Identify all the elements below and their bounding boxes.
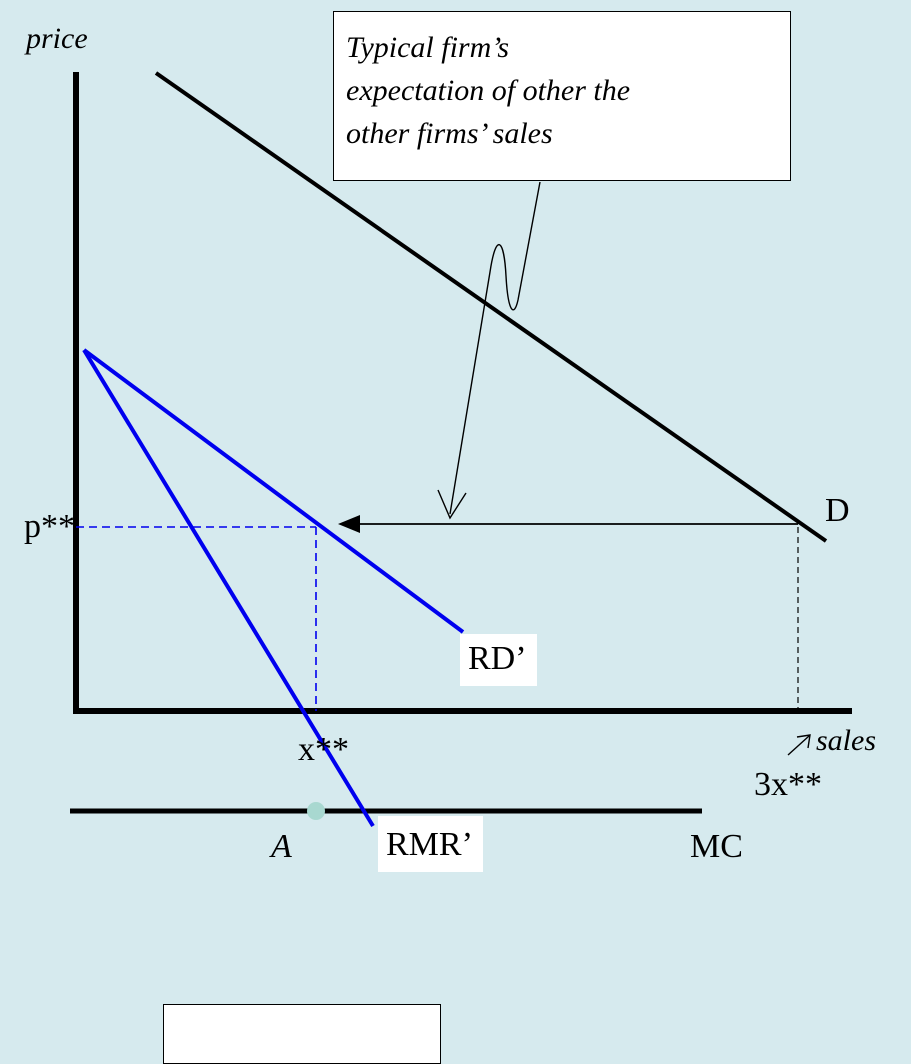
equilibrium-label: A (271, 828, 292, 865)
demand-label: D (825, 492, 850, 529)
shift-arrow-head (338, 515, 360, 533)
callout-line-2: expectation of other the (346, 74, 631, 107)
callout-line-3: other firms’ sales (346, 117, 553, 150)
residual-mr-label: RMR’ (378, 816, 483, 872)
marginal-cost-label: MC (690, 828, 743, 865)
quantity-tick-label: x** (298, 731, 349, 768)
price-tick-label: p** (24, 508, 75, 545)
empty-text-box (163, 1004, 441, 1064)
residual-demand-curve (82, 348, 465, 634)
callout-line-1: Typical firm’s (346, 31, 510, 64)
residual-demand-label: RD’ (460, 634, 537, 686)
equilibrium-point (307, 802, 325, 820)
y-axis-label: price (26, 22, 88, 55)
demand-curve (154, 71, 828, 543)
market-quantity-tick-label: 3x** (754, 766, 822, 803)
small-pointer-head (796, 734, 811, 749)
callout-pointer-head (437, 489, 467, 520)
small-pointer-line (787, 735, 810, 756)
x-axis-label: sales (816, 724, 876, 757)
residual-mr-curve (82, 348, 375, 828)
callout-pointer (449, 181, 541, 515)
callout-box: Typical firm’s expectation of other the … (333, 11, 791, 181)
